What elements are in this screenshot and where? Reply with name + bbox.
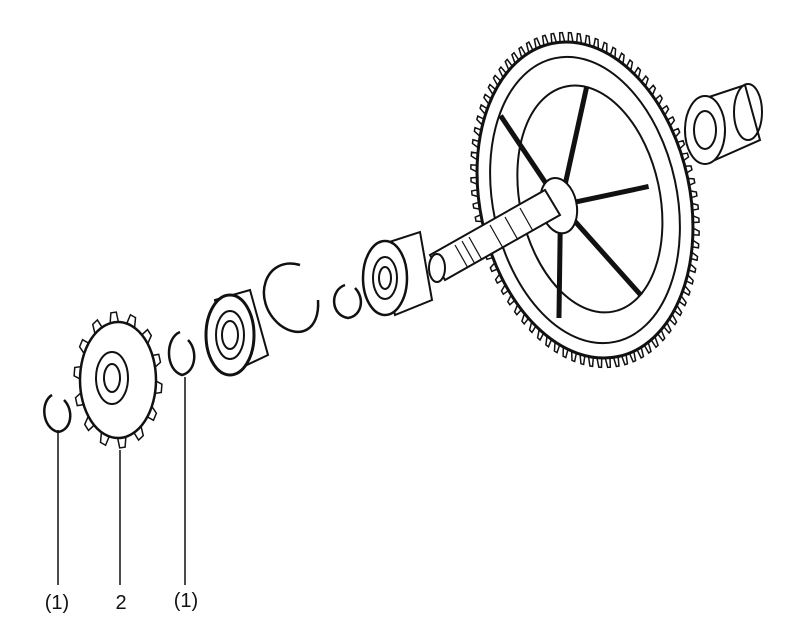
retaining-ring: [262, 262, 320, 334]
callout-label-1-right: (1): [173, 590, 199, 612]
callout-label-2: 2: [115, 592, 127, 614]
bearing-middle: [361, 230, 434, 317]
bearing-left: [204, 288, 270, 377]
sprocket: [73, 311, 163, 449]
callout-label-1-left: (1): [44, 592, 70, 614]
circlip-1-left: [43, 393, 72, 434]
circlip-1-right: [167, 330, 196, 377]
bearing-right: [684, 83, 763, 165]
gear-teeth: [470, 31, 700, 369]
leader-lines: [57, 377, 186, 585]
circlip-middle: [332, 283, 363, 320]
shaft: [428, 188, 562, 283]
large-gear: [470, 31, 700, 369]
